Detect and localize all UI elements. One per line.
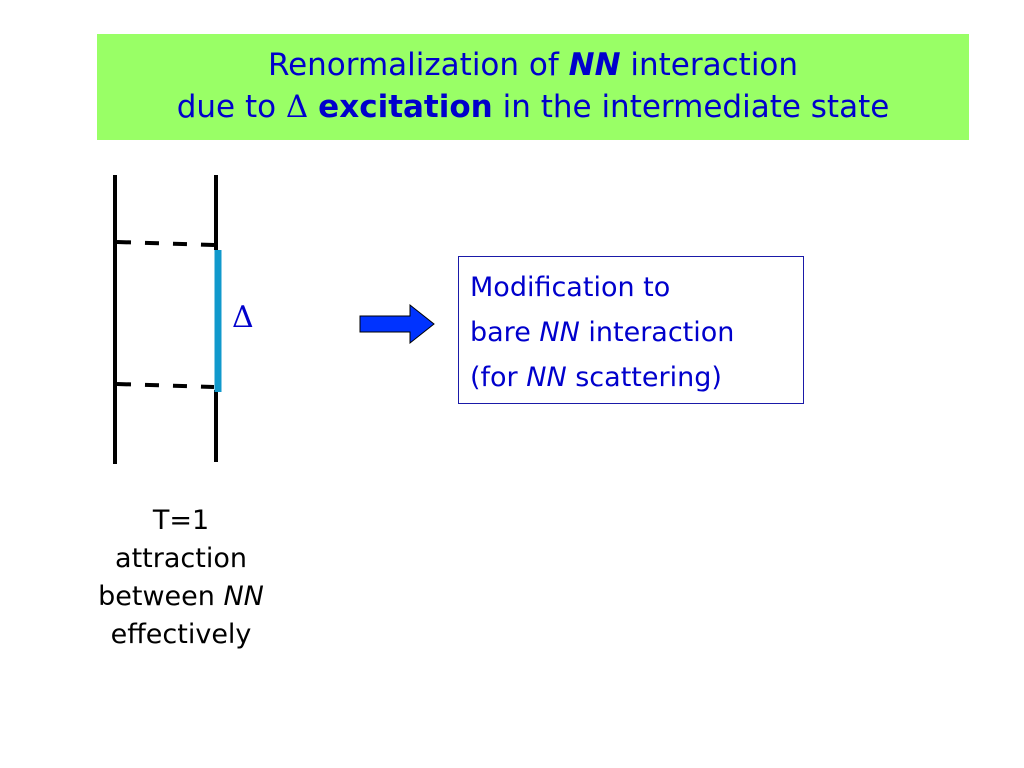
caption-isospin: T=1 (152, 505, 210, 536)
note-line-2: bare NN interaction (470, 310, 803, 355)
title-line-2: due to Δ excitation in the intermediate … (97, 86, 969, 128)
caption-attraction: attraction (115, 543, 247, 574)
note-bare: bare (470, 317, 540, 348)
title-nn: NN (568, 47, 621, 83)
note-nn: NN (539, 317, 580, 348)
title-excitation: excitation (318, 89, 493, 125)
title-line-1: Renormalization of NN interaction (97, 44, 969, 86)
note-nn-2: NN (526, 362, 567, 393)
note-line-3: (for NN scattering) (470, 355, 803, 400)
diagram-caption: T=1 attraction between NN effectively (60, 502, 302, 654)
title-due-to: due to (176, 89, 286, 125)
caption-between-text: between (98, 581, 224, 612)
title-banner: Renormalization of NN interaction due to… (97, 34, 969, 140)
title-text-post: interaction (620, 47, 799, 83)
note-line-1: Modification to (470, 272, 671, 303)
caption-nn: NN (223, 581, 264, 612)
title-delta-symbol: Δ (285, 89, 309, 125)
delta-label: Δ (232, 300, 254, 335)
caption-between: between NN (60, 578, 302, 616)
right-arrow-icon (359, 303, 435, 345)
title-text: Renormalization of (267, 47, 569, 83)
note-interaction: interaction (579, 317, 735, 348)
note-scattering: scattering) (566, 362, 722, 393)
meson-exchange-top (116, 240, 215, 247)
caption-effectively: effectively (110, 619, 252, 650)
note-for: (for (470, 362, 527, 393)
modification-note-box: Modification to bare NN interaction (for… (458, 256, 804, 404)
meson-exchange-bottom (116, 382, 215, 389)
title-intermediate: in the intermediate state (492, 89, 890, 125)
